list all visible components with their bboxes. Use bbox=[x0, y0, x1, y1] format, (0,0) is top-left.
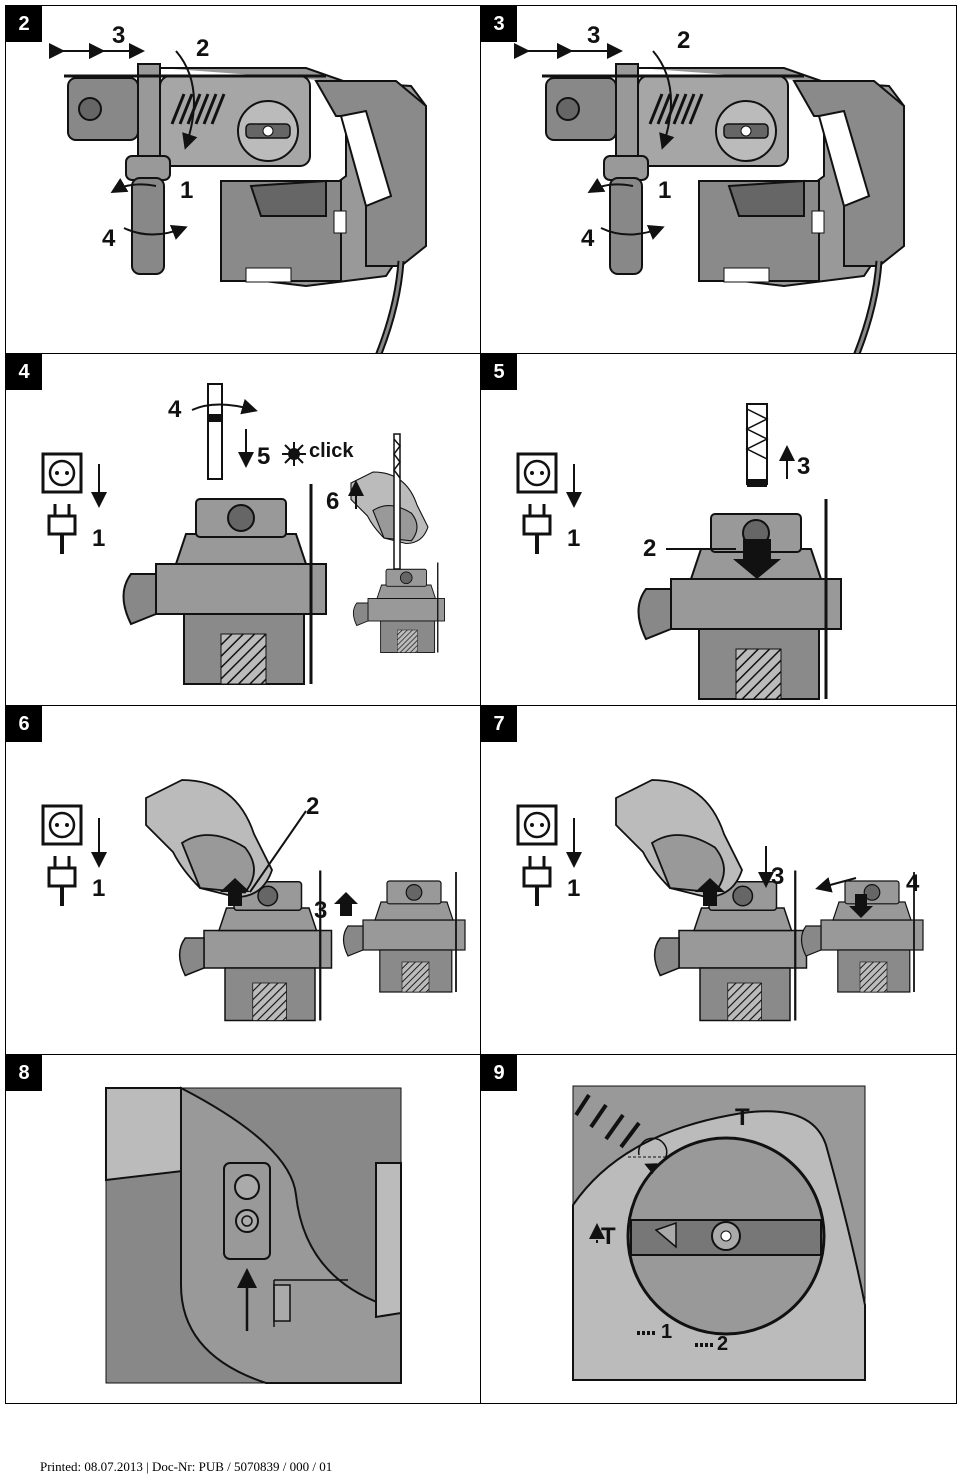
label-4: 4 bbox=[581, 225, 595, 252]
label-1: 1 bbox=[658, 177, 671, 204]
mode-label-chiselling: T bbox=[735, 1104, 750, 1131]
label-5: 5 bbox=[257, 443, 270, 470]
figure-panel-9: 9 T T 1 2 bbox=[480, 1054, 957, 1404]
lock-chuck-illustration: 3 4 1 bbox=[516, 779, 924, 1022]
label-click: click bbox=[309, 440, 354, 462]
figure-number: 3 bbox=[481, 6, 517, 42]
label-1: 1 bbox=[180, 177, 193, 204]
release-chuck-illustration: 2 1 3 bbox=[41, 779, 466, 1022]
label-3: 3 bbox=[112, 22, 125, 49]
label-3: 3 bbox=[314, 897, 327, 924]
label-2: 2 bbox=[196, 35, 209, 62]
insert-tool-illustration: 4 5 click 6 1 bbox=[41, 383, 446, 686]
label-2: 2 bbox=[677, 27, 690, 54]
drill-side-handle-illustration: 3 2 1 4 bbox=[49, 22, 481, 354]
label-1: 1 bbox=[567, 875, 580, 902]
label-1: 1 bbox=[92, 525, 105, 552]
figure-number: 8 bbox=[6, 1055, 42, 1091]
figure-number: 9 bbox=[481, 1055, 517, 1091]
label-4: 4 bbox=[102, 225, 116, 252]
label-3: 3 bbox=[771, 863, 784, 890]
drill-side-handle-illustration: 3 2 1 4 bbox=[514, 22, 957, 354]
label-4: 4 bbox=[906, 870, 920, 897]
figure-number: 7 bbox=[481, 706, 517, 742]
remove-tool-illustration: 3 1 2 bbox=[516, 403, 843, 701]
mode-label-2: 2 bbox=[717, 1333, 728, 1355]
figure-panel-6: 6 2 1 3 bbox=[5, 705, 481, 1055]
figure-number: 5 bbox=[481, 354, 517, 390]
mode-selector-closeup: T T 1 2 bbox=[572, 1085, 866, 1381]
label-3: 3 bbox=[587, 22, 600, 49]
figure-panel-8: 8 bbox=[5, 1054, 481, 1404]
figure-panel-2: 2 3 2 1 4 bbox=[5, 5, 481, 354]
label-4: 4 bbox=[168, 396, 182, 423]
label-2: 2 bbox=[306, 793, 319, 820]
figure-panel-5: 5 3 1 2 bbox=[480, 353, 957, 706]
label-2: 2 bbox=[643, 535, 656, 562]
figure-panel-3: 3 3 2 1 4 bbox=[480, 5, 957, 354]
figure-panel-4: 4 4 5 click 6 1 bbox=[5, 353, 481, 706]
label-6: 6 bbox=[326, 488, 339, 515]
label-1: 1 bbox=[92, 875, 105, 902]
mode-label-hammer-drilling: T bbox=[601, 1223, 616, 1250]
mode-label-1: 1 bbox=[661, 1321, 672, 1343]
label-3: 3 bbox=[797, 453, 810, 480]
print-footer: Printed: 08.07.2013 | Doc-Nr: PUB / 5070… bbox=[40, 1459, 333, 1474]
label-1: 1 bbox=[567, 525, 580, 552]
figure-number: 6 bbox=[6, 706, 42, 742]
figure-number: 2 bbox=[6, 6, 42, 42]
figure-number: 4 bbox=[6, 354, 42, 390]
on-off-switch-closeup bbox=[105, 1086, 402, 1384]
figure-panel-7: 7 3 4 1 bbox=[480, 705, 957, 1055]
